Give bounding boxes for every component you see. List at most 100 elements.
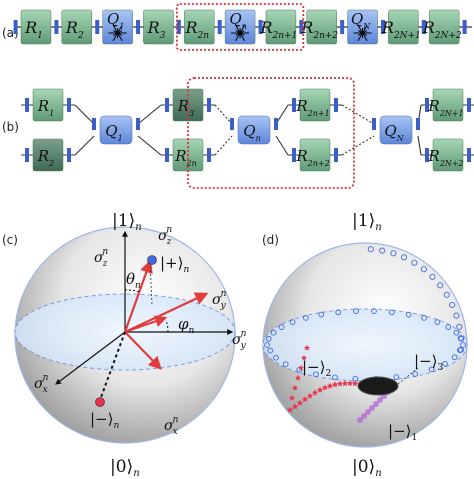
trajectory-circle (451, 354, 458, 361)
chain-a-junction (13, 20, 18, 34)
minus-state-point (95, 397, 105, 407)
network-link (137, 104, 162, 125)
trajectory-star (291, 403, 299, 410)
trajectory-star (311, 389, 319, 396)
network-link (341, 135, 375, 156)
highlight-box-a (175, 3, 305, 51)
sigma-z-prime-label: σzn (158, 225, 172, 247)
trajectory-purple-dot (373, 401, 379, 407)
trajectory-circle (379, 247, 386, 254)
phi-arc (165, 319, 169, 333)
ket-0-label-d: |0⟩n (352, 457, 382, 479)
trajectory-star (331, 381, 339, 388)
trajectory-circle (449, 301, 456, 308)
resonator-bottom-b-label: R2n (174, 147, 197, 168)
chain-a-junction (462, 20, 467, 34)
resonator-label-a: R2n+1 (259, 18, 297, 41)
qubit-node-b (237, 115, 271, 145)
network-junction (207, 148, 211, 162)
trajectory-circle (420, 266, 427, 273)
trajectory-star (301, 396, 309, 403)
trajectory-circle (265, 335, 272, 342)
panel-label-d: (d) (262, 233, 279, 247)
qubit-burst-ray (239, 30, 245, 34)
chain-a-junction (54, 20, 59, 34)
qubit-burst-ray (117, 32, 123, 42)
trajectory-circle (313, 371, 319, 378)
qubit-burst-ray (112, 24, 119, 34)
trajectory-star (298, 364, 304, 371)
network-junction (334, 148, 338, 162)
trajectory-star (289, 394, 295, 401)
qubit-burst-ray (357, 32, 363, 42)
resonator-node-a (20, 9, 52, 45)
qubit-burst-ray (112, 32, 119, 42)
qubit-burst-ray (117, 24, 123, 34)
trajectory-circle (267, 347, 274, 354)
trajectory-circle (429, 273, 436, 280)
qubit-burst-ray (239, 24, 246, 34)
qubit-burst-ray (357, 24, 363, 34)
network-link (74, 104, 95, 125)
resonator-node-a (184, 9, 215, 45)
minus-state-dashed (99, 331, 126, 401)
resonator-node-a (388, 9, 419, 45)
chain-a-junction (217, 20, 222, 34)
trajectory-star (301, 354, 307, 361)
resonator-label-a: R2 (65, 18, 84, 41)
trajectory-star (296, 399, 304, 406)
trajectory-circle (318, 311, 325, 318)
minus-3-region (357, 376, 399, 396)
network-junction (334, 98, 338, 112)
resonator-bottom-b-label: R2N+2 (427, 147, 463, 168)
network-junction (136, 118, 140, 130)
resonator-top-b-label: R3 (177, 97, 194, 118)
trajectory-circle (401, 254, 408, 261)
trajectory-circle (393, 374, 400, 380)
trajectory-star (346, 380, 354, 387)
qubit-node-b-label: QN (384, 122, 404, 143)
panel-label-c: (c) (2, 233, 18, 247)
network-junction (92, 118, 96, 130)
qubit-node-b (99, 115, 133, 145)
network-junction (425, 148, 429, 162)
trajectory-circle (278, 324, 285, 330)
trajectory-circle (458, 335, 465, 342)
chain-a-junction (136, 20, 141, 34)
resonator-node-a (265, 9, 297, 45)
sigma-z-label: σzn (94, 247, 108, 269)
network-junction (67, 148, 71, 162)
trajectory-circle (457, 347, 463, 353)
trajectory-circle (367, 246, 374, 253)
qubit-burst-ray (239, 32, 246, 42)
trajectory-circle (405, 311, 412, 318)
trajectory-star (306, 392, 314, 399)
trajectory-circle (289, 319, 296, 325)
ket-1-label-d: |1⟩n (352, 211, 382, 233)
trajectory-circle (282, 361, 289, 368)
resonator-bottom-b (32, 138, 64, 172)
trajectory-circle (335, 309, 342, 316)
network-junction (425, 98, 429, 112)
ket-minus-label: |−⟩n (90, 410, 119, 431)
qubit-burst-ray (362, 24, 368, 34)
resonator-label-a: R3 (147, 18, 166, 41)
network-junction (467, 98, 471, 112)
network-link (214, 104, 233, 125)
chain-a-junction (421, 20, 426, 34)
qubit-node-a (347, 9, 378, 45)
sigma-y-prime-label: σyn (212, 289, 227, 311)
trajectory-circle (443, 291, 450, 298)
trajectory-purple-dot (357, 417, 363, 423)
sigma-x-prime-label: σxn (164, 415, 179, 437)
theta-arc (124, 289, 141, 293)
ket-0-label-c: |0⟩n (110, 457, 140, 479)
trajectory-circle (388, 309, 395, 316)
network-junction (25, 148, 29, 162)
ket-minus-2-label: |−⟩2 (302, 358, 331, 379)
network-junction (165, 148, 169, 162)
x-axis (55, 331, 126, 385)
trajectory-star (341, 380, 349, 387)
